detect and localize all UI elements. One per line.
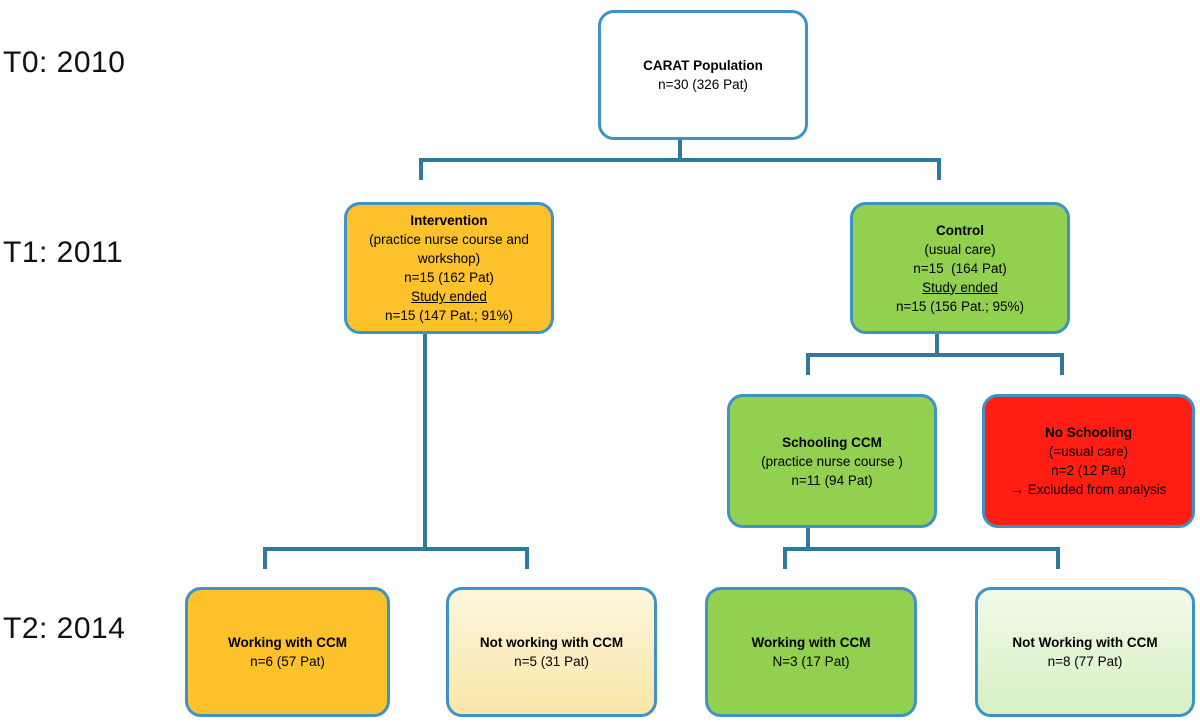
node-line: n=15 (162 Pat)	[404, 270, 494, 285]
node-not-working-with-ccm-control: Not Working with CCM n=8 (77 Pat)	[975, 587, 1195, 717]
connector-schooling-left-stub	[806, 353, 810, 375]
connector-t2-left-stub2	[525, 547, 529, 569]
node-intervention: Intervention (practice nurse course and …	[344, 202, 554, 334]
connector-t1-horizontal	[419, 158, 941, 162]
node-line: n=15 (147 Pat.; 91%)	[385, 308, 513, 323]
connector-t2-right-horizontal	[783, 547, 1060, 551]
node-line-excluded-arrow: → Excluded from analysis	[1010, 482, 1167, 497]
node-title: CARAT Population	[643, 58, 763, 73]
node-title: Control	[936, 222, 984, 238]
node-title: Not Working with CCM	[1012, 635, 1158, 650]
node-working-with-ccm-intervention: Working with CCM n=6 (57 Pat)	[185, 587, 390, 717]
connector-t1-right-stub	[937, 158, 941, 180]
node-line: (usual care)	[924, 241, 996, 257]
node-title: Working with CCM	[228, 635, 347, 650]
node-schooling-ccm: Schooling CCM (practice nurse course ) n…	[727, 394, 937, 528]
node-line: n=15 (164 Pat)	[913, 260, 1007, 276]
node-line: n=30 (326 Pat)	[658, 77, 748, 92]
connector-t2-right-stub2	[1056, 547, 1060, 569]
node-not-working-with-ccm-intervention: Not working with CCM n=5 (31 Pat)	[446, 587, 657, 717]
node-line: (practice nurse course )	[761, 453, 903, 469]
node-title: No Schooling	[1045, 425, 1132, 440]
node-line: n=5 (31 Pat)	[514, 654, 589, 669]
node-title: Not working with CCM	[479, 635, 624, 650]
node-working-with-ccm-control: Working with CCM N=3 (17 Pat)	[705, 587, 917, 717]
node-line: n=8 (77 Pat)	[1047, 654, 1123, 669]
node-line-study-ended: Study ended	[411, 289, 487, 304]
timeline-label-t0: T0: 2010	[3, 46, 126, 79]
node-title: Working with CCM	[751, 635, 871, 650]
timeline-label-t1: T1: 2011	[3, 236, 124, 269]
node-line: n=15 (156 Pat.; 95%)	[896, 298, 1024, 314]
node-line: N=3 (17 Pat)	[772, 654, 850, 669]
node-control: Control (usual care) n=15 (164 Pat) Stud…	[850, 202, 1070, 334]
connector-carat-drop	[678, 140, 682, 162]
node-line: (practice nurse course and workshop)	[369, 232, 533, 266]
connector-t1-left-stub	[419, 158, 423, 180]
node-line: n=2 (12 Pat)	[1051, 463, 1126, 478]
node-line: n=6 (57 Pat)	[250, 654, 325, 669]
node-carat-population: CARAT Population n=30 (326 Pat)	[598, 10, 808, 140]
connector-t2-right-stub1	[783, 547, 787, 569]
node-title: Intervention	[410, 213, 488, 228]
timeline-label-t2: T2: 2014	[3, 612, 126, 645]
connector-t2-left-stub1	[263, 547, 267, 569]
node-title: Schooling CCM	[782, 434, 882, 450]
connector-schooling-drop	[806, 526, 810, 551]
connector-schooling-right-stub	[1060, 353, 1064, 375]
connector-intervention-drop	[423, 332, 427, 551]
node-no-schooling: No Schooling (=usual care) n=2 (12 Pat) …	[982, 394, 1195, 528]
connector-t2-left-horizontal	[263, 547, 529, 551]
node-line: n=11 (94 Pat)	[791, 472, 873, 488]
connector-schooling-horizontal	[806, 353, 1064, 357]
node-line: (=usual care)	[1048, 444, 1129, 459]
node-line-study-ended: Study ended	[922, 279, 998, 295]
connector-control-drop	[935, 332, 939, 357]
